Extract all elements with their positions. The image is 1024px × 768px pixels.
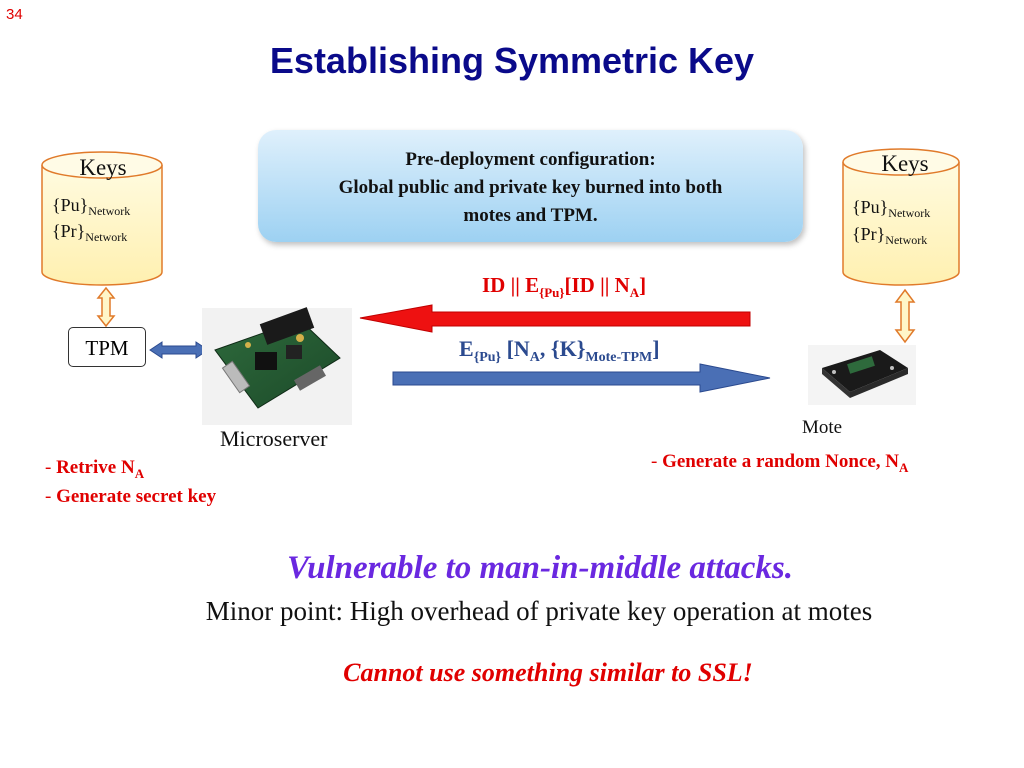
right-keys-mote-arrow — [894, 288, 916, 344]
left-keys-label: Keys — [79, 155, 127, 180]
minor-point-statement: Minor point: High overhead of private ke… — [205, 596, 873, 626]
mote-image — [808, 345, 916, 405]
predeploy-line-1: Pre-deployment configuration: — [405, 149, 656, 170]
slide-number: 34 — [6, 6, 23, 23]
right-pu-key: {Pu}Network — [852, 197, 931, 220]
right-keys-label: Keys — [881, 151, 929, 176]
microserver-label: Microserver — [220, 426, 328, 451]
blue-message-label: E{Pu} [NA, {K}Mote-TPM] — [459, 336, 660, 365]
mote-label: Mote — [802, 417, 843, 438]
left-keys-cylinder — [41, 151, 163, 286]
predeploy-box: Pre-deployment configuration: Global pub… — [258, 130, 803, 242]
tpm-box: TPM — [68, 327, 146, 367]
predeploy-line-2: Global public and private key burned int… — [338, 177, 723, 198]
left-note-generate-key: - Generate secret key — [45, 486, 217, 507]
right-note-nonce: - Generate a random Nonce, NA — [651, 451, 909, 475]
ssl-statement: Cannot use something similar to SSL! — [343, 658, 753, 687]
left-pr-key: {Pr}Network — [52, 221, 128, 244]
left-pu-key: {Pu}Network — [52, 195, 131, 218]
blue-message-arrow — [392, 363, 771, 393]
red-message-arrow — [359, 304, 751, 333]
left-note-retrive: - Retrive NA — [45, 457, 145, 481]
vulnerable-statement: Vulnerable to man-in-middle attacks. — [286, 550, 794, 586]
red-message-label: ID || E{Pu}[ID || NA] — [482, 273, 647, 300]
microserver-image — [202, 307, 352, 425]
tpm-microserver-arrow — [149, 341, 209, 359]
right-pr-key: {Pr}Network — [852, 224, 928, 247]
predeploy-line-3: motes and TPM. — [463, 205, 598, 226]
left-keys-tpm-arrow — [96, 286, 116, 328]
right-keys-cylinder — [842, 148, 960, 286]
slide-title: Establishing Symmetric Key — [269, 40, 755, 81]
